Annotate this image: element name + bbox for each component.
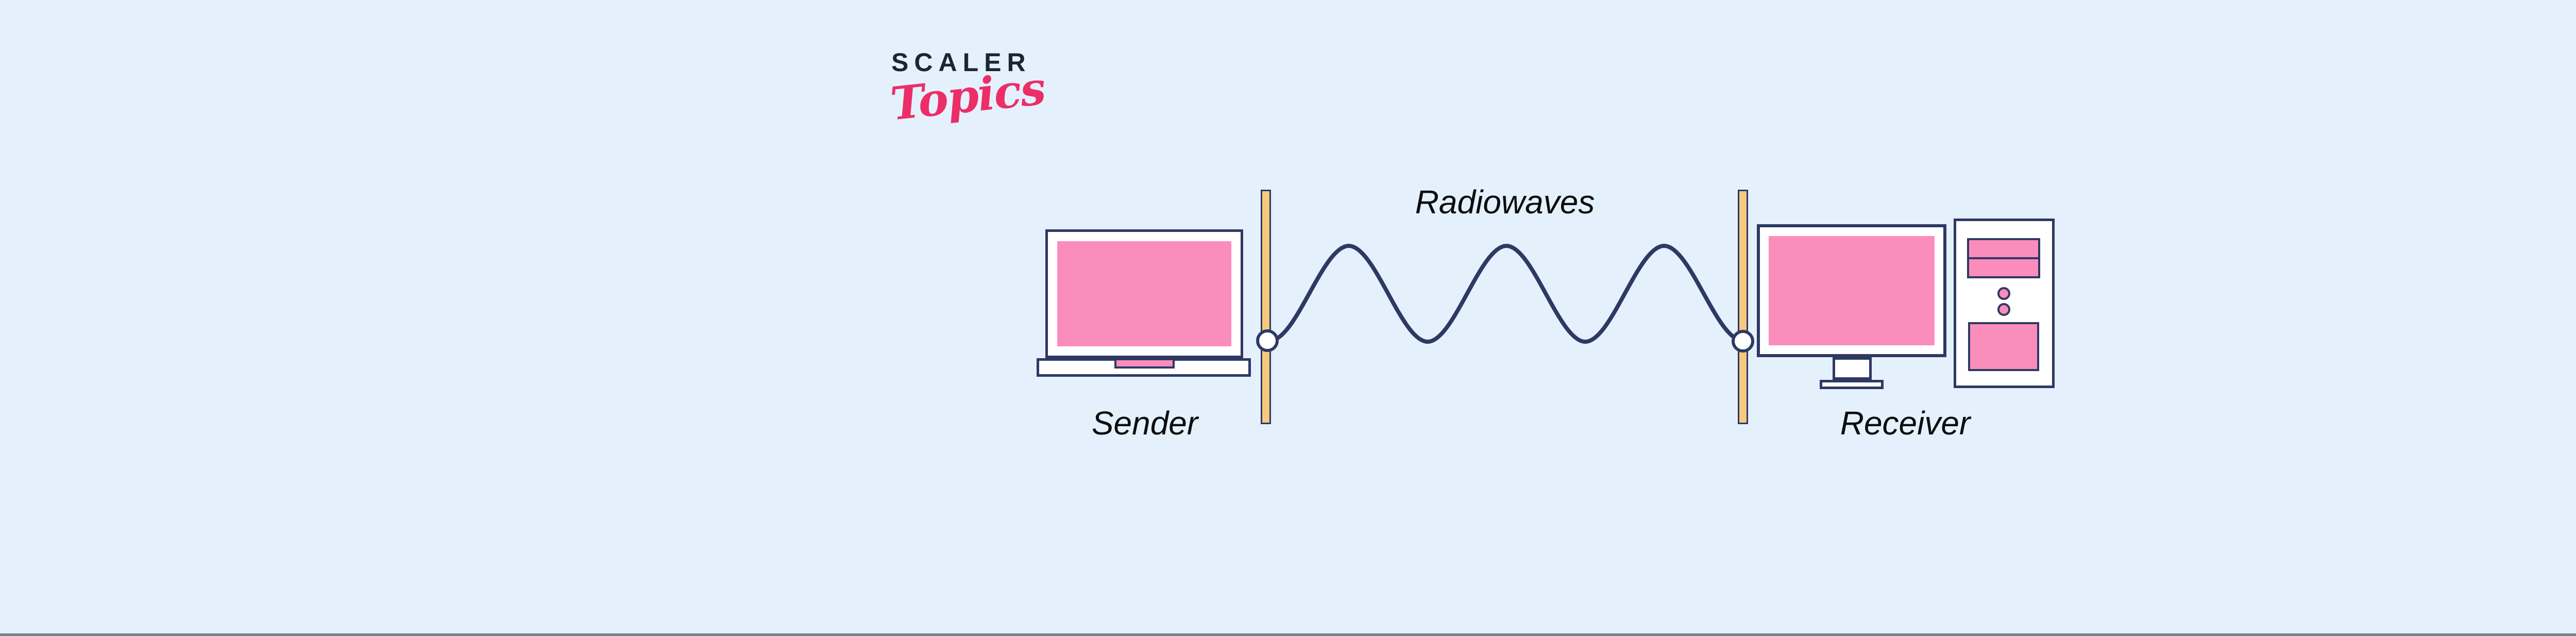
tower-drive-bay-top <box>1967 238 2040 259</box>
tower-drive-bay-bottom <box>1967 257 2040 278</box>
scaler-topics-logo: SCALER Topics <box>888 48 1056 130</box>
tower-lower-panel <box>1968 322 2039 371</box>
monitor-stand-base <box>1820 380 1884 389</box>
antenna-barrier-left <box>1261 190 1271 424</box>
radiowave-path <box>1268 243 1745 344</box>
connection-node-right <box>1732 330 1754 353</box>
logo-script-text: Topics <box>888 61 1047 131</box>
laptop-screen-display <box>1057 241 1231 346</box>
connection-node-left <box>1256 329 1279 352</box>
monitor-display <box>1769 236 1935 345</box>
radiowaves-label: Radiowaves <box>1415 183 1595 221</box>
antenna-barrier-right <box>1738 190 1748 424</box>
tower-button-bottom <box>1997 303 2010 316</box>
tower-button-top <box>1997 287 2010 300</box>
receiver-label: Receiver <box>1840 405 1971 442</box>
laptop-trackpad <box>1114 358 1175 369</box>
logo-brand-text: SCALER <box>891 48 1031 77</box>
bottom-edge-line <box>0 633 2576 636</box>
monitor-stand-neck <box>1833 357 1872 380</box>
sender-label: Sender <box>1091 405 1198 442</box>
